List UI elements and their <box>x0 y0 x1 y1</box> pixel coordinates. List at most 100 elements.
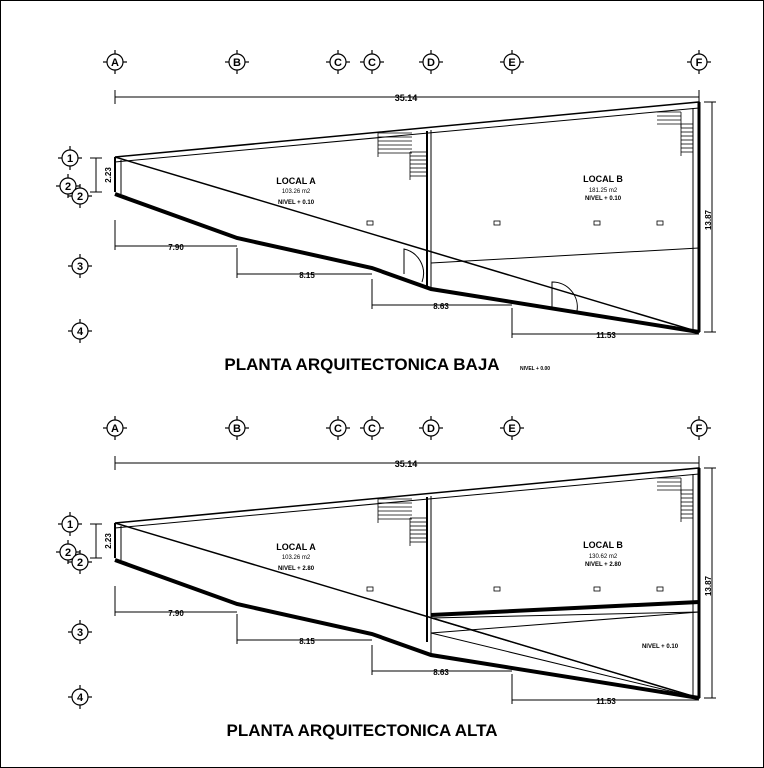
grid-row-0-bubble: 1 <box>58 512 82 536</box>
grid-col-0-bubble: A <box>103 50 127 74</box>
building-outline <box>114 467 701 700</box>
local-a-level: NIVEL + 0.10 <box>278 200 315 206</box>
grid-bubble-label: 2 <box>77 191 83 203</box>
dim-segment-label: 8.15 <box>299 271 315 280</box>
local-b-area: 130.62 m2 <box>589 554 618 560</box>
grid-bubble-label: F <box>696 57 703 69</box>
dim-segment-label: 8.15 <box>299 637 315 646</box>
column-marker <box>366 586 374 592</box>
grid-bubble-label: D <box>427 57 435 69</box>
plan-level-note: NIVEL + 0.00 <box>520 366 550 372</box>
local-a-name: LOCAL A <box>276 176 316 186</box>
grid-bubble-label: C <box>334 57 342 69</box>
mezzanine-edge <box>430 600 700 617</box>
column-marker <box>593 220 601 226</box>
grid-bubble-label: A <box>111 57 119 69</box>
void-level-label: NIVEL + 0.10 <box>642 644 679 650</box>
grid-col-6-bubble: F <box>687 50 711 74</box>
grid-bubble-label: 1 <box>67 153 73 165</box>
local-b-level: NIVEL + 2.80 <box>585 562 622 568</box>
void-diagonal <box>430 617 700 699</box>
dim-segment-label: 8.63 <box>433 668 449 677</box>
grid-bubble-label: 2 <box>65 181 71 193</box>
grid-bubble-label: 2 <box>65 547 71 559</box>
grid-row-2-bubble: 2 <box>68 184 92 208</box>
stairs-right-lower <box>680 489 693 522</box>
grid-col-0-bubble: A <box>103 416 127 440</box>
door-swing <box>403 248 425 283</box>
interior-line <box>430 247 700 264</box>
stairs-left-upper <box>377 498 412 523</box>
plan-title: PLANTA ARQUITECTONICA ALTA <box>226 721 497 740</box>
grid-bubble-label: E <box>508 57 515 69</box>
local-b-name: LOCAL B <box>583 174 623 184</box>
dim-segment-label: 8.63 <box>433 302 449 311</box>
grid-row-3-bubble: 3 <box>68 620 92 644</box>
grid-col-2-bubble: C <box>326 416 350 440</box>
local-b-level: NIVEL + 0.10 <box>585 196 622 202</box>
column-marker <box>593 586 601 592</box>
void-diagonal <box>430 611 700 634</box>
local-a-level: NIVEL + 2.80 <box>278 566 315 572</box>
void-line <box>430 632 700 699</box>
plan-title: PLANTA ARQUITECTONICA BAJA <box>224 355 499 374</box>
grid-row-2-bubble: 2 <box>68 550 92 574</box>
grid-row-1-bubble: 2 <box>56 540 80 564</box>
grid-col-2-bubble: C <box>326 50 350 74</box>
dim-right-label: 13.87 <box>704 209 713 230</box>
grid-col-6-bubble: F <box>687 416 711 440</box>
dim-total-label: 35.14 <box>395 459 418 469</box>
grid-bubble-label: 3 <box>77 261 83 273</box>
plan-ground-floor: A B C C D E F 1 22 3 4 35.14 2.23 13.87 7.90 8.15 8.63 11… <box>56 50 716 374</box>
grid-row-4-bubble: 4 <box>68 685 92 709</box>
grid-bubble-label: E <box>508 423 515 435</box>
grid-row-0-bubble: 1 <box>58 146 82 170</box>
grid-bubble-label: 3 <box>77 627 83 639</box>
stairs-left-lower <box>409 517 426 546</box>
grid-bubble-label: C <box>368 423 376 435</box>
grid-col-3-bubble: C <box>360 50 384 74</box>
grid-col-1-bubble: B <box>225 416 249 440</box>
grid-row-4-bubble: 4 <box>68 319 92 343</box>
local-a-area: 103.26 m2 <box>282 555 311 561</box>
grid-bubble-label: C <box>368 57 376 69</box>
local-a-name: LOCAL A <box>276 542 316 552</box>
dim-segment-label: 11.53 <box>596 697 616 706</box>
plan-upper-floor: A B C C D E F 1 22 3 4 35.14 2.23 13.87 7.90 8.15 8.63 11… <box>56 416 716 740</box>
stairs-left-lower <box>409 151 426 180</box>
dim-segment-label: 11.53 <box>596 331 616 340</box>
grid-col-4-bubble: D <box>419 416 443 440</box>
grid-bubble-label: 2 <box>77 557 83 569</box>
grid-col-3-bubble: C <box>360 416 384 440</box>
building-outline <box>114 101 701 334</box>
grid-bubble-label: F <box>696 423 703 435</box>
stairs-right-lower <box>680 123 693 156</box>
dim-segment-label: 7.90 <box>168 609 184 618</box>
dim-total-label: 35.14 <box>395 93 418 103</box>
top-wall-inner <box>114 107 700 163</box>
stairs-right-upper <box>657 477 682 494</box>
dim-left-label: 2.23 <box>104 167 113 183</box>
grid-bubble-label: B <box>233 423 241 435</box>
grid-col-5-bubble: E <box>500 50 524 74</box>
grid-bubble-label: 4 <box>77 692 84 704</box>
local-a-area: 103.26 m2 <box>282 189 311 195</box>
grid-bubble-label: 4 <box>77 326 84 338</box>
dim-right-label: 13.87 <box>704 575 713 596</box>
door-swing <box>551 281 578 312</box>
local-b-area: 181.25 m2 <box>589 188 618 194</box>
column-marker <box>656 220 664 226</box>
grid-bubble-label: A <box>111 423 119 435</box>
grid-bubble-label: D <box>427 423 435 435</box>
grid-col-4-bubble: D <box>419 50 443 74</box>
column-marker <box>493 586 501 592</box>
grid-col-1-bubble: B <box>225 50 249 74</box>
grid-bubble-label: B <box>233 57 241 69</box>
grid-bubble-label: 1 <box>67 519 73 531</box>
dim-segment-label: 7.90 <box>168 243 184 252</box>
dim-left-label: 2.23 <box>104 533 113 549</box>
top-wall-inner <box>114 473 700 529</box>
stairs-left-upper <box>377 132 412 157</box>
front-facade-wall <box>114 192 700 334</box>
